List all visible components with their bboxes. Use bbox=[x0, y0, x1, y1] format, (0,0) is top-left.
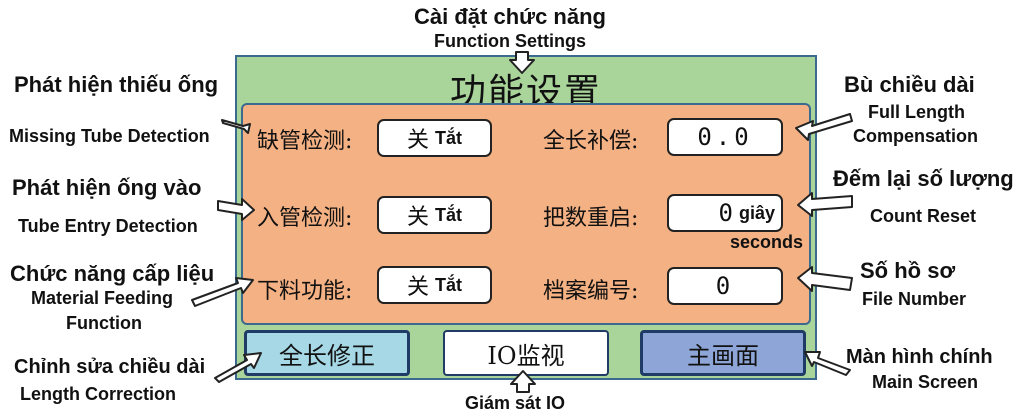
arrow-down-icon bbox=[509, 51, 535, 74]
callout-file-number-vi: Số hồ sơ bbox=[860, 258, 956, 283]
callout-material-feeding-en1: Material Feeding bbox=[31, 288, 174, 308]
count-reset-value: 0 bbox=[718, 199, 737, 227]
missing-tube-value: 关 bbox=[406, 128, 429, 153]
full-length-comp-value: 0.0 bbox=[697, 123, 753, 151]
header-vi: Cài đặt chức năng bbox=[414, 4, 606, 29]
material-feeding-value: 关 bbox=[406, 275, 429, 300]
missing-tube-toggle[interactable]: 关 Tắt bbox=[377, 119, 492, 157]
callout-file-number-en: File Number bbox=[862, 289, 967, 309]
arrow-left-icon bbox=[797, 192, 853, 217]
header-en: Function Settings bbox=[434, 31, 586, 51]
callout-missing-tube-en: Missing Tube Detection bbox=[9, 126, 210, 146]
arrow-right-icon bbox=[217, 198, 255, 221]
callout-count-reset-en: Count Reset bbox=[870, 206, 977, 226]
callout-material-feeding-en2: Function bbox=[66, 313, 142, 333]
callout-full-length-vi: Bù chiều dài bbox=[844, 72, 975, 97]
file-number-label: 档案编号: bbox=[543, 279, 639, 304]
arrow-right-icon bbox=[191, 277, 254, 307]
arrow-up-left-icon bbox=[804, 351, 851, 376]
material-feeding-value-vi: Tắt bbox=[435, 274, 462, 295]
tube-entry-value: 关 bbox=[406, 205, 429, 230]
hmi-screen: 功能设置 缺管检测: 关 Tắt 入管检测: 关 Tắt 下料功能: 关 Tắt… bbox=[235, 55, 817, 380]
count-reset-label: 把数重启: bbox=[543, 206, 639, 231]
arrow-left-icon bbox=[795, 113, 853, 141]
callout-material-feeding-vi: Chức năng cấp liệu bbox=[10, 261, 215, 286]
material-feeding-toggle[interactable]: 关 Tắt bbox=[377, 266, 492, 304]
full-length-comp-input[interactable]: 0.0 bbox=[667, 118, 783, 156]
count-reset-input[interactable]: 0 giây bbox=[667, 194, 783, 232]
count-reset-suffix-vi: giây bbox=[738, 202, 775, 223]
full-length-comp-label: 全长补偿: bbox=[543, 129, 639, 154]
arrow-up-icon bbox=[510, 370, 536, 393]
file-number-value: 0 bbox=[715, 272, 735, 300]
tube-entry-label: 入管检测: bbox=[257, 206, 353, 231]
main-screen-button[interactable]: 主画面 bbox=[640, 330, 806, 376]
callout-tube-entry-vi: Phát hiện ống vào bbox=[12, 175, 202, 200]
callout-io-monitor: Giám sát IO bbox=[465, 393, 566, 413]
arrow-up-right-icon bbox=[214, 352, 262, 383]
callout-full-length-en2: Compensation bbox=[853, 126, 979, 146]
arrow-left-icon bbox=[797, 266, 853, 292]
missing-tube-value-vi: Tắt bbox=[435, 127, 462, 148]
callout-length-correction-en: Length Correction bbox=[20, 384, 176, 404]
file-number-input[interactable]: 0 bbox=[667, 267, 783, 305]
count-reset-suffix-en: seconds bbox=[730, 232, 804, 252]
callout-missing-tube-vi: Phát hiện thiếu ống bbox=[14, 72, 219, 97]
settings-panel: 缺管检测: 关 Tắt 入管检测: 关 Tắt 下料功能: 关 Tắt 全长补偿… bbox=[241, 103, 811, 325]
callout-tube-entry-en: Tube Entry Detection bbox=[18, 216, 198, 236]
arrow-right-icon bbox=[221, 119, 251, 134]
tube-entry-value-vi: Tắt bbox=[435, 204, 462, 225]
length-correction-button[interactable]: 全长修正 bbox=[244, 330, 410, 376]
callout-length-correction-vi: Chỉnh sửa chiều dài bbox=[14, 356, 206, 378]
callout-count-reset-vi: Đếm lại số lượng bbox=[833, 166, 1014, 191]
missing-tube-label: 缺管检测: bbox=[257, 129, 353, 154]
callout-main-screen-vi: Màn hình chính bbox=[846, 346, 993, 368]
callout-full-length-en1: Full Length bbox=[868, 102, 965, 122]
tube-entry-toggle[interactable]: 关 Tắt bbox=[377, 196, 492, 234]
io-monitor-button[interactable]: IO监视 bbox=[443, 330, 609, 376]
material-feeding-label: 下料功能: bbox=[257, 279, 353, 304]
callout-main-screen-en: Main Screen bbox=[872, 372, 979, 392]
